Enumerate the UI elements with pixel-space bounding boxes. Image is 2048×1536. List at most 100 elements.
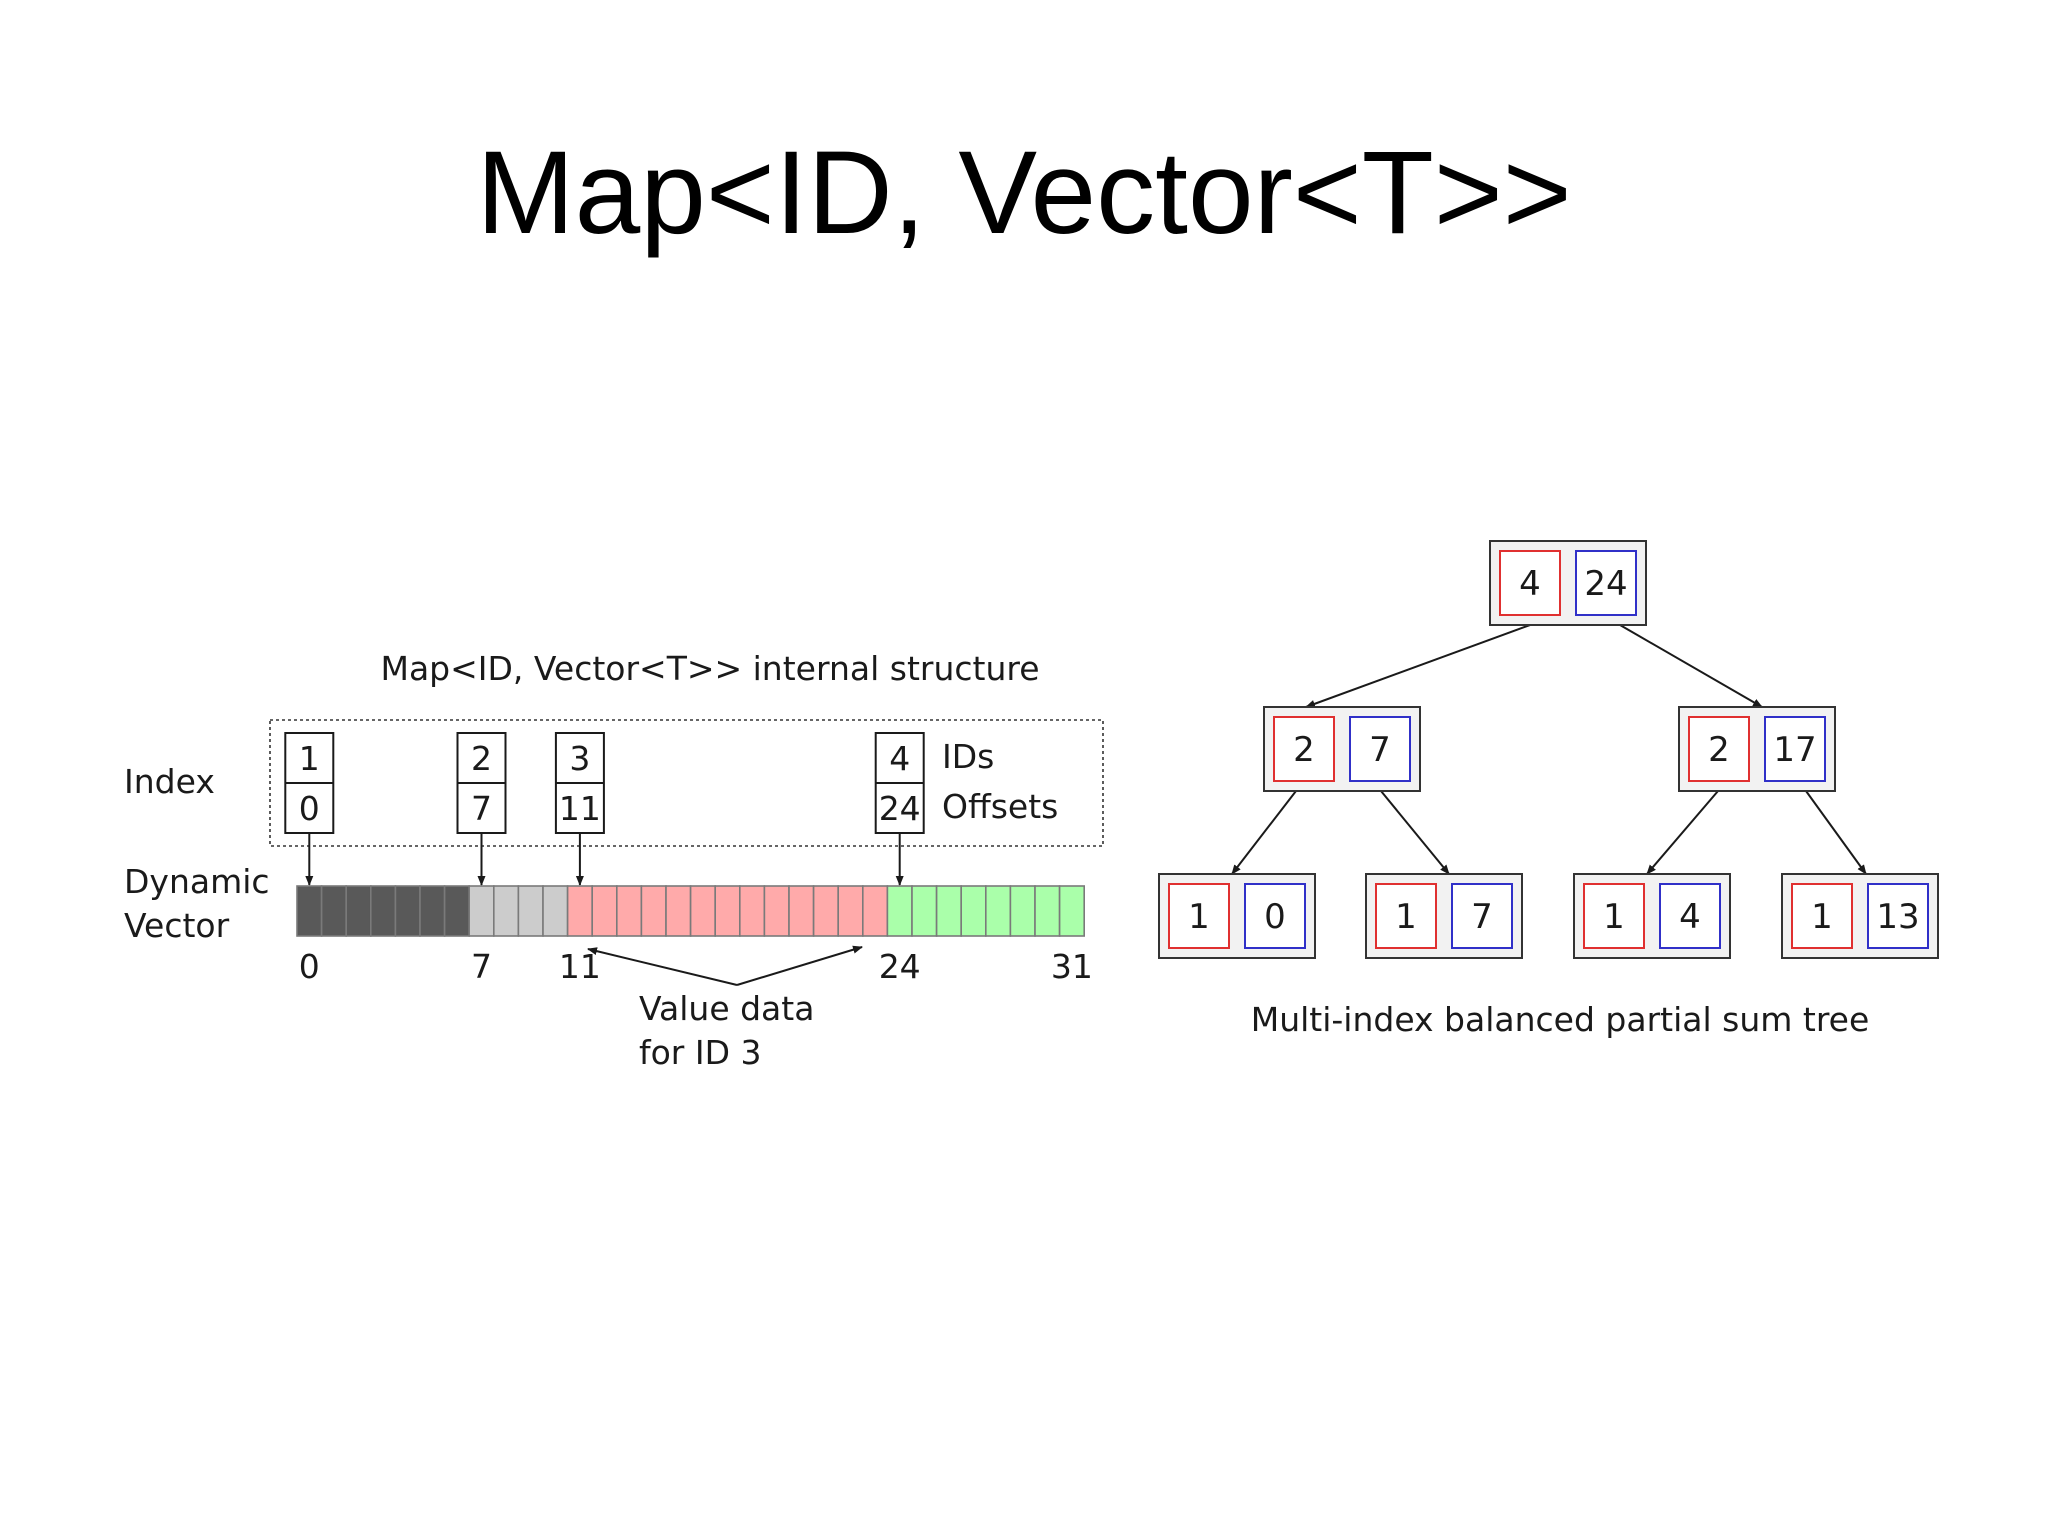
tree-node-count-box <box>1688 716 1750 782</box>
vector-tick-label: 31 <box>1051 947 1093 986</box>
slide-title: Map<ID, Vector<T>> <box>476 127 1572 259</box>
tree-node-sum: 7 <box>1369 730 1391 770</box>
vector-cell <box>911 885 938 937</box>
vector-tick-label: 24 <box>879 947 921 986</box>
tree-node-count: 1 <box>1603 897 1625 937</box>
index-label: Index <box>124 762 215 801</box>
vector-cell <box>861 885 889 937</box>
vector-cell <box>788 885 815 937</box>
tree-node-sum-box <box>1867 883 1929 949</box>
vector-cell <box>468 885 495 937</box>
vector-cell <box>591 885 618 937</box>
tree-node-sum: 7 <box>1471 897 1493 937</box>
value-data-annotation-line1: Value data <box>639 989 814 1028</box>
index-entry-id: 2 <box>471 739 492 778</box>
index-entry-id: 3 <box>569 739 590 778</box>
vector-cell <box>345 885 372 937</box>
vector-cell <box>443 885 471 937</box>
tree-node-sum-box <box>1764 716 1826 782</box>
index-dotted-frame <box>269 719 1104 847</box>
dynamic-vector-label-line2: Vector <box>124 906 230 945</box>
vector-cell <box>886 885 913 937</box>
vector-cell <box>738 885 766 937</box>
vector-cell <box>640 885 667 937</box>
vector-cell <box>1009 885 1036 937</box>
vector-cell <box>984 885 1012 937</box>
map-structure-diagram: Map<ID, Vector<T>> internal structure In… <box>124 649 1104 1072</box>
index-entry-id: 1 <box>299 739 320 778</box>
index-entry-offset: 0 <box>299 789 320 828</box>
tree-caption: Multi-index balanced partial sum tree <box>1251 1000 1870 1039</box>
tree-node-count: 1 <box>1395 897 1417 937</box>
vector-cell <box>935 885 962 937</box>
index-entry: 10 <box>284 732 335 834</box>
tree-edges <box>1231 624 1867 875</box>
tree-node-count: 4 <box>1519 564 1541 604</box>
annotation-arrow-left <box>587 947 738 986</box>
tree-node-count: 2 <box>1293 730 1315 770</box>
vector-cell <box>665 885 692 937</box>
map-structure-caption: Map<ID, Vector<T>> internal structure <box>380 649 1039 688</box>
ids-label: IDs <box>942 737 994 776</box>
vector-tick-label: 0 <box>299 947 320 986</box>
vector-cell <box>542 885 569 937</box>
tree-node-count-box <box>1583 883 1645 949</box>
vector-cell <box>960 885 987 937</box>
index-entry: 27 <box>456 732 507 834</box>
tree-node-count-box <box>1791 883 1853 949</box>
vector-cell <box>419 885 446 937</box>
value-data-annotation-arrows <box>587 945 863 986</box>
tree-edge <box>1380 790 1450 875</box>
vector-cell <box>812 885 839 937</box>
tree-node-sum-box <box>1244 883 1306 949</box>
vector-cell <box>763 885 790 937</box>
tree-edge <box>1619 624 1763 708</box>
tree-node-count-box <box>1499 550 1561 616</box>
tree-node: 4 24 <box>1489 540 1647 626</box>
index-entry-offset: 7 <box>471 789 492 828</box>
tree-edge <box>1805 790 1867 875</box>
vector-cell <box>714 885 741 937</box>
vector-cell <box>1034 885 1061 937</box>
index-entry-offset: 11 <box>559 789 601 828</box>
vector-cell <box>394 885 421 937</box>
tree-node-sum: 24 <box>1584 564 1627 604</box>
vector-cell <box>517 885 544 937</box>
vector-cell <box>320 885 348 937</box>
index-entry-offset: 24 <box>879 789 921 828</box>
tree-node-count: 1 <box>1188 897 1210 937</box>
tree-node-count-box <box>1375 883 1437 949</box>
vector-cell <box>296 885 323 937</box>
vector-tick-label: 11 <box>559 947 601 986</box>
annotation-arrow-right <box>736 945 863 986</box>
tree-node-sum-box <box>1349 716 1411 782</box>
tree-node-sum-box <box>1451 883 1513 949</box>
tree-node-count-box <box>1273 716 1335 782</box>
tree-edge <box>1646 790 1719 875</box>
vector-cell <box>837 885 864 937</box>
tree-node-count-box <box>1168 883 1230 949</box>
vector-cell <box>615 885 643 937</box>
tree-edge <box>1305 624 1531 708</box>
tree-node-count: 2 <box>1708 730 1730 770</box>
vector-cell <box>689 885 716 937</box>
index-entry: 311 <box>554 732 605 834</box>
tree-node-count: 1 <box>1811 897 1833 937</box>
tree-edge <box>1231 790 1297 875</box>
dynamic-vector-label-line1: Dynamic <box>124 862 270 901</box>
tree-node-sum-box <box>1575 550 1637 616</box>
index-entry-id: 4 <box>889 739 910 778</box>
tree-node-sum: 4 <box>1679 897 1701 937</box>
tree-node-sum: 0 <box>1264 897 1286 937</box>
index-arrows <box>305 833 904 886</box>
